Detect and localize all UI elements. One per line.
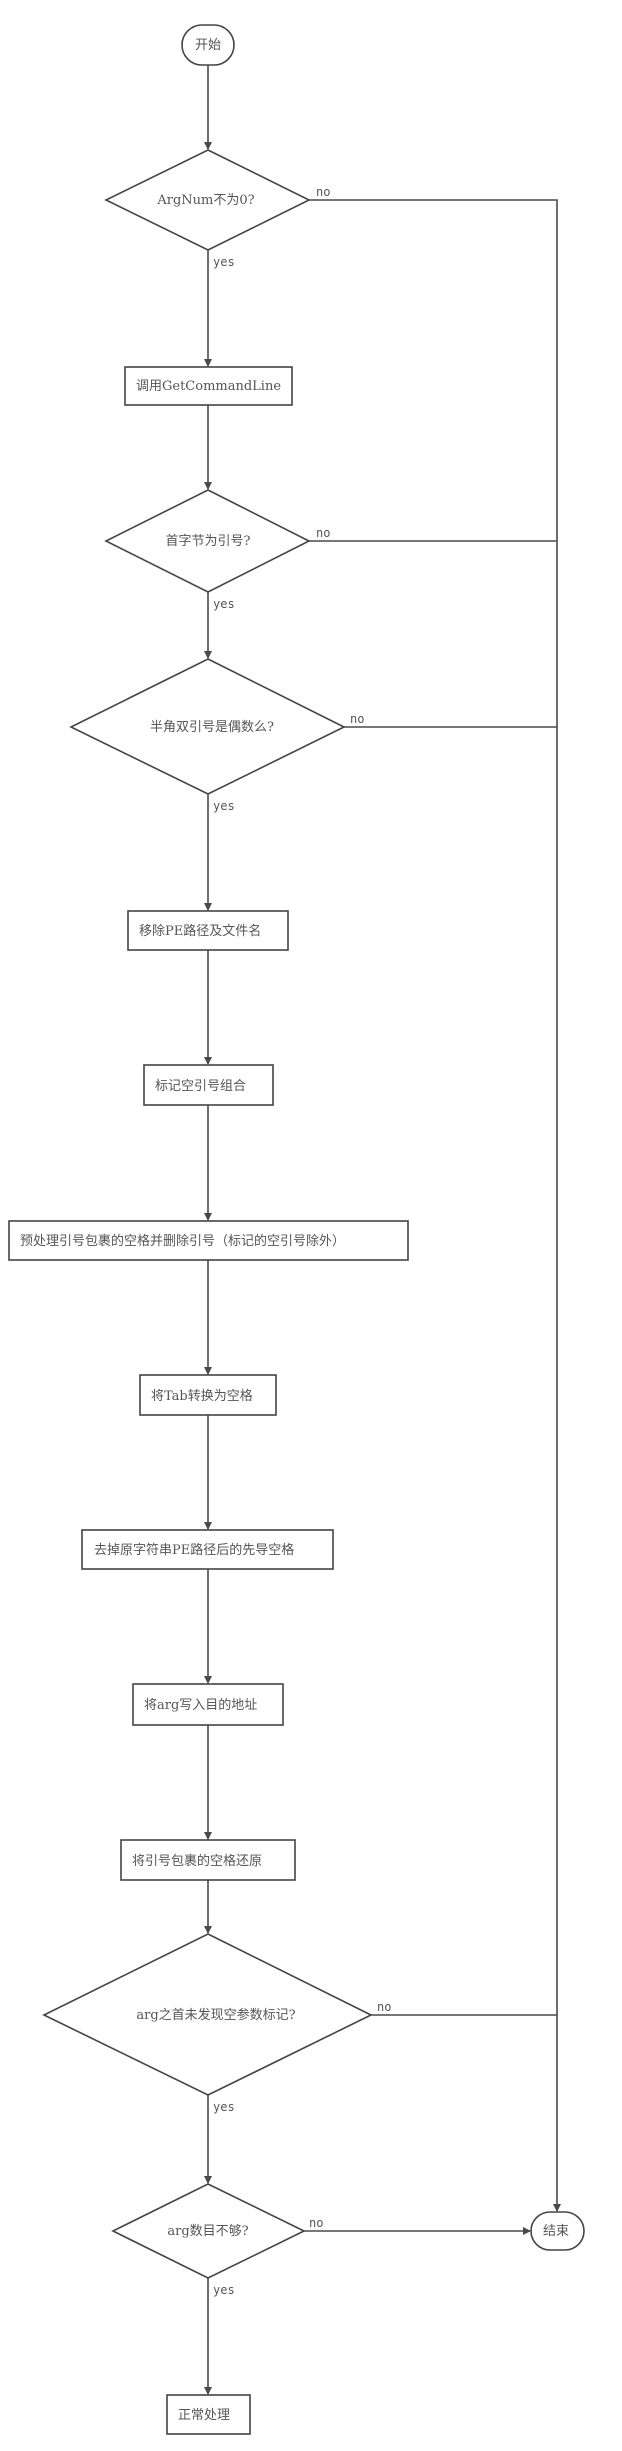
step-write-arg: 将arg写入目的地址 (132, 1683, 284, 1726)
decision-arg-count-label: arg数目不够? (167, 2224, 248, 2239)
no-label: no (350, 712, 364, 726)
step-getcommandline: 调用GetCommandLine (124, 366, 293, 406)
no-label: no (316, 526, 330, 540)
step-trim-leading: 去掉原字符串PE路径后的先导空格 (81, 1529, 334, 1570)
end-node: 结束 (530, 2211, 585, 2251)
connectors (204, 65, 561, 2395)
step-mark-empty-quotes-label: 标记空引号组合 (155, 1079, 246, 1094)
step-mark-empty-quotes: 标记空引号组合 (143, 1064, 274, 1106)
no-label: no (316, 185, 330, 199)
decision-first-byte-label: 首字节为引号? (166, 534, 251, 549)
step-tab-to-space: 将Tab转换为空格 (139, 1374, 277, 1416)
step-trim-leading-label: 去掉原字符串PE路径后的先导空格 (94, 1542, 294, 1558)
decision-arg-count: arg数目不够? (111, 2183, 306, 2279)
decision-no-empty-marker: arg之首未发现空参数标记? (42, 1933, 373, 2096)
decision-no-empty-marker-label: arg之首未发现空参数标记? (136, 2007, 295, 2023)
yes-label: yes (213, 597, 235, 611)
decision-argnum: ArgNum不为0? (104, 149, 311, 251)
start-node: 开始 (181, 24, 235, 66)
step-restore-spaces-label: 将引号包裹的空格还原 (132, 1853, 262, 1869)
decision-first-byte: 首字节为引号? (104, 489, 311, 593)
step-write-arg-label: 将arg写入目的地址 (144, 1697, 257, 1713)
yes-label: yes (213, 2283, 235, 2297)
arrow-no-to-end (309, 199, 561, 2212)
decision-quotes-even: 半角双引号是偶数么? (69, 658, 346, 795)
step-remove-pe-path: 移除PE路径及文件名 (127, 910, 289, 951)
step-remove-pe-path-label: 移除PE路径及文件名 (139, 923, 261, 939)
end-label: 结束 (543, 2224, 569, 2239)
no-label: no (377, 2000, 391, 2014)
step-getcommandline-label: 调用GetCommandLine (136, 379, 281, 394)
step-tab-to-space-label: 将Tab转换为空格 (151, 1388, 253, 1404)
step-restore-spaces: 将引号包裹的空格还原 (120, 1839, 296, 1881)
start-label: 开始 (195, 38, 221, 53)
yes-label: yes (213, 799, 235, 813)
decision-argnum-label: ArgNum不为0? (156, 193, 254, 208)
no-label: no (309, 2216, 323, 2230)
yes-label: yes (213, 2100, 235, 2114)
decision-quotes-even-label: 半角双引号是偶数么? (150, 720, 274, 735)
step-preprocess-spaces-label: 预处理引号包裹的空格并删除引号（标记的空引号除外） (20, 1233, 345, 1249)
yes-label: yes (213, 255, 235, 269)
step-preprocess-spaces: 预处理引号包裹的空格并删除引号（标记的空引号除外） (8, 1220, 409, 1261)
step-normal: 正常处理 (166, 2394, 251, 2435)
step-normal-label: 正常处理 (178, 2408, 230, 2423)
